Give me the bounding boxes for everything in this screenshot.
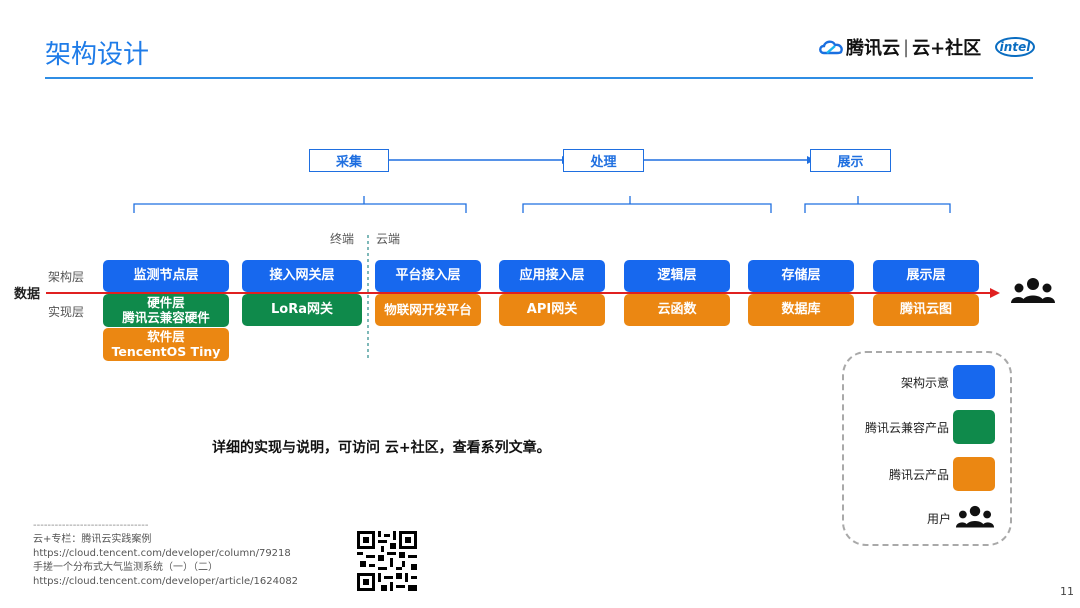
footer-line-3: 手搓一个分布式大气监测系统（一）（二）	[33, 562, 218, 573]
brace-process	[522, 196, 772, 213]
legend-swatch-blue	[953, 365, 995, 399]
arch-platform: 平台接入层	[375, 260, 481, 292]
impl-lora-gateway: LoRa网关	[242, 294, 362, 326]
row-label-arch: 架构层	[48, 270, 85, 284]
legend-item-compatible: 腾讯云兼容产品	[865, 410, 995, 444]
impl-software: 软件层 TencentOS Tiny	[103, 328, 229, 361]
info-note: 详细的实现与说明，可访问 云+社区，查看系列文章。	[212, 440, 551, 456]
brand-logos: 腾讯云 | 云+社区	[818, 35, 981, 59]
zone-terminal: 终端	[330, 232, 355, 246]
legend-label-arch: 架构示意	[900, 375, 949, 390]
legend-item-user: 用户	[927, 505, 995, 531]
impl-tencent-cloud-chart: 腾讯云图	[873, 294, 979, 326]
legend-label-user: 用户	[926, 511, 951, 526]
legend-item-product: 腾讯云产品	[889, 457, 995, 491]
footer-link-article[interactable]: https://cloud.tencent.com/developer/arti…	[33, 576, 299, 587]
arch-app-access: 应用接入层	[499, 260, 605, 292]
legend-swatch-orange	[953, 457, 995, 491]
stage-collect: 采集	[309, 149, 389, 172]
brand-separator: |	[903, 36, 910, 58]
impl-api-gateway: API网关	[499, 294, 605, 326]
arch-storage: 存储层	[748, 260, 854, 292]
page-title: 架构设计	[45, 40, 150, 70]
brace-display	[804, 196, 951, 213]
legend-label-compatible: 腾讯云兼容产品	[864, 420, 949, 435]
users-icon	[1011, 278, 1055, 303]
legend-users-icon	[955, 505, 995, 528]
zone-cloud: 云端	[376, 232, 401, 246]
stage-process: 处理	[563, 149, 644, 172]
footer-divider: --------------------------------	[33, 520, 149, 531]
footer-references: -------------------------------- 云+专栏：腾讯…	[33, 519, 298, 589]
impl-hardware: 硬件层 腾讯云兼容硬件	[103, 294, 229, 327]
qr-code-icon	[357, 531, 417, 591]
legend-label-product: 腾讯云产品	[888, 467, 949, 482]
header-divider	[45, 77, 1033, 79]
impl-cloud-function: 云函数	[624, 294, 730, 326]
impl-database: 数据库	[748, 294, 854, 326]
brand-tencent-cloud: 腾讯云	[846, 38, 900, 59]
arch-display: 展示层	[873, 260, 979, 292]
legend-swatch-green	[953, 410, 995, 444]
arch-gateway: 接入网关层	[242, 260, 362, 292]
arch-monitor-node: 监测节点层	[103, 260, 229, 292]
data-flow-arrowhead	[990, 288, 1000, 298]
stage-display: 展示	[810, 149, 891, 172]
brace-collect	[133, 196, 467, 213]
page-number: 11	[1060, 585, 1074, 598]
row-label-data: 数据	[14, 287, 41, 302]
impl-iot-platform: 物联网开发平台	[375, 294, 481, 326]
legend-box: 架构示意 腾讯云兼容产品 腾讯云产品 用户	[842, 351, 1012, 546]
row-label-impl: 实现层	[48, 305, 85, 319]
intel-logo: intel	[995, 37, 1035, 57]
brand-community: 云+社区	[912, 38, 982, 59]
legend-item-arch: 架构示意	[901, 365, 995, 399]
footer-link-column[interactable]: https://cloud.tencent.com/developer/colu…	[33, 548, 291, 559]
arch-logic: 逻辑层	[624, 260, 730, 292]
footer-line-1: 云+专栏：腾讯云实践案例	[33, 534, 152, 545]
tencent-cloud-logo-icon	[819, 40, 843, 55]
